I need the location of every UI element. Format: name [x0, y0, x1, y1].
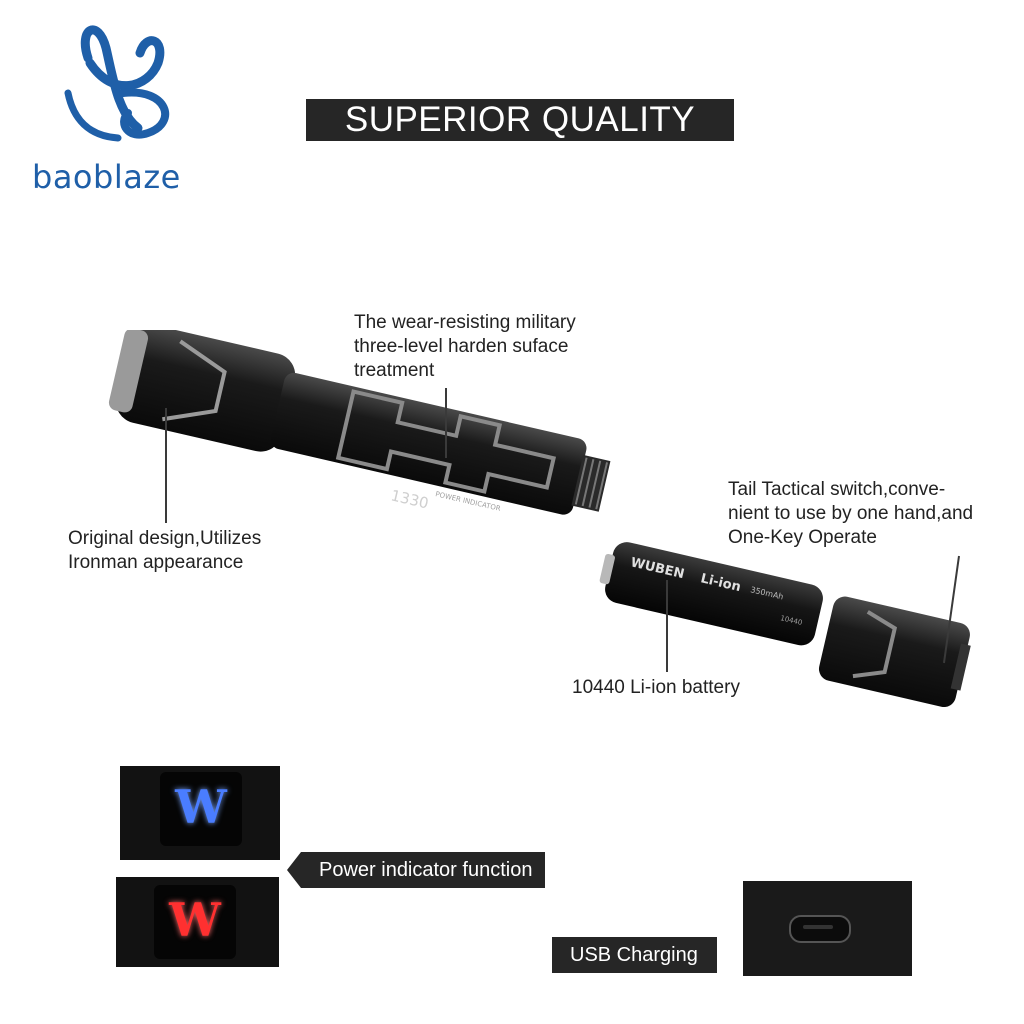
battery [599, 542, 823, 646]
brand-logo: baoblaze [28, 18, 208, 196]
indicator-letter-red: W [169, 893, 221, 947]
battery-callout-text: 10440 Li-ion battery [572, 677, 740, 698]
indicator-photo-blue: W [120, 766, 280, 860]
battery-callout-pointer [666, 580, 668, 672]
header-title: SUPERIOR QUALITY [306, 99, 734, 141]
usb-tag-notch [699, 937, 713, 973]
battery-callout: 10440 Li-ion battery [572, 676, 740, 700]
brand-name: baoblaze [32, 158, 181, 196]
design-callout: Original design,Utilizes Ironman appeara… [68, 527, 261, 575]
surface-callout: The wear-resisting military three-level … [354, 311, 576, 383]
flashlight-illustration: 1330 POWER INDICATOR WUBEN Li-ion 350mAh… [108, 330, 971, 708]
surface-callout-line-2: three-level harden suface [354, 336, 569, 357]
usb-port-photo [743, 881, 912, 976]
tail-switch-callout: Tail Tactical switch,conve- nient to use… [728, 478, 973, 550]
surface-callout-line-3: treatment [354, 360, 435, 381]
power-tag-notch [287, 852, 301, 888]
surface-callout-line-1: The wear-resisting military [354, 312, 576, 333]
usb-charging-tag: USB Charging [552, 937, 717, 973]
design-callout-pointer [165, 408, 167, 523]
body-model-text: 1330 [389, 486, 430, 512]
flashlight-body [108, 330, 611, 515]
design-callout-line-1: Original design,Utilizes [68, 528, 262, 549]
brand-logo-mark [64, 25, 170, 142]
surface-callout-pointer [445, 388, 447, 458]
power-indicator-tag: Power indicator function [301, 852, 545, 888]
tail-switch-callout-line-2: nient to use by one hand,and [728, 503, 974, 524]
usb-port-icon [789, 915, 851, 943]
indicator-letter-blue: W [175, 780, 227, 834]
tail-switch-callout-line-1: Tail Tactical switch,conve- [728, 479, 946, 500]
tail-cap [818, 596, 971, 708]
indicator-photo-red: W [116, 877, 279, 967]
tail-switch-callout-line-3: One-Key Operate [728, 527, 877, 548]
design-callout-line-2: Ironman appearance [68, 552, 244, 573]
